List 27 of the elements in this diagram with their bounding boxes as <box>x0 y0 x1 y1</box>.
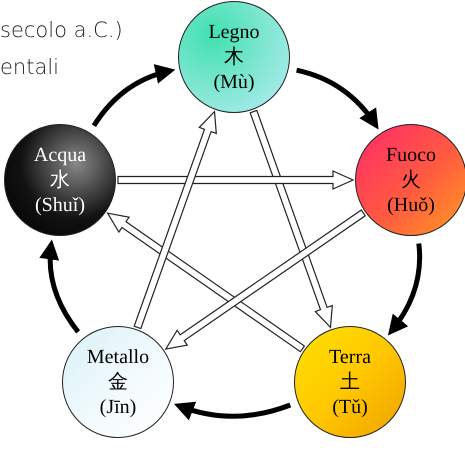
element-label: 土 <box>340 370 360 394</box>
element-label: (Tǔ) <box>332 394 368 420</box>
element-label: 火 <box>401 168 421 192</box>
element-label: 木 <box>224 44 244 70</box>
element-label: Fuoco <box>386 142 436 168</box>
hollow-arrow <box>164 209 366 350</box>
element-label: Acqua <box>34 142 86 168</box>
hollow-arrow <box>133 110 217 330</box>
element-label: (Shuǐ) <box>35 192 85 218</box>
hollow-arrow <box>117 170 354 190</box>
element-label: 水 <box>50 168 70 192</box>
curved-arrow <box>92 64 176 128</box>
curved-arrow <box>296 68 379 130</box>
element-label: 金 <box>108 370 128 394</box>
element-label: Terra <box>329 344 371 370</box>
note-text: secolo a.C.) <box>0 18 123 42</box>
element-label: Metallo <box>86 344 150 370</box>
curved-arrow <box>388 243 422 336</box>
note-text: entali <box>0 55 60 79</box>
curved-arrow <box>40 239 80 334</box>
element-label: (Mù) <box>213 70 255 94</box>
hollow-arrow <box>106 212 306 353</box>
hollow-arrow <box>249 110 333 329</box>
element-label: (Jīn) <box>100 394 136 420</box>
element-label: (Huǒ) <box>387 192 435 218</box>
element-label: Legno <box>208 20 260 44</box>
curved-arrow <box>174 401 292 420</box>
